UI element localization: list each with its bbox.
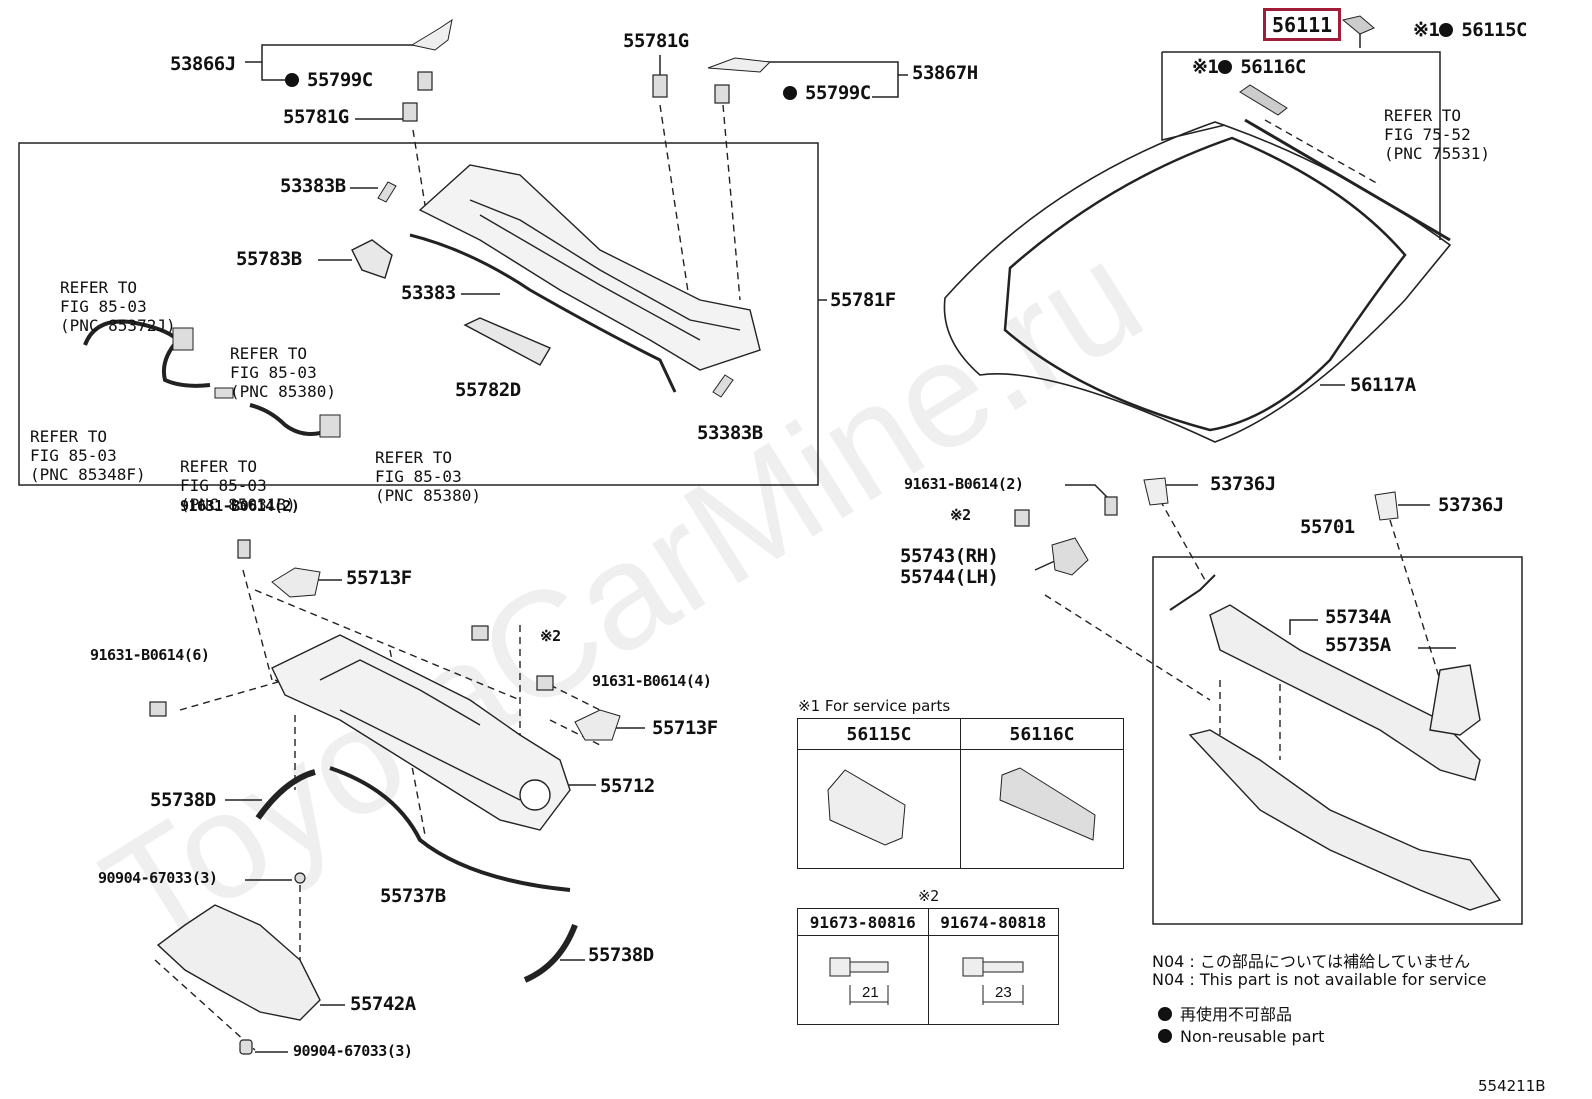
non-reusable-dot-icon xyxy=(783,86,797,100)
part-55743-rh[interactable]: 55743(RH) xyxy=(900,545,999,567)
part-53383B-bottom[interactable]: 53383B xyxy=(697,422,763,444)
part-55735A[interactable]: 55735A xyxy=(1325,634,1391,656)
mark-1: ※1 xyxy=(1413,19,1440,41)
part-55781F[interactable]: 55781F xyxy=(830,289,896,311)
part-55738D-right[interactable]: 55738D xyxy=(588,944,654,966)
part-53383B-top[interactable]: 53383B xyxy=(280,175,346,197)
non-reusable-dot-icon xyxy=(1439,23,1454,37)
part-55734A[interactable]: 55734A xyxy=(1325,606,1391,628)
part-53866J[interactable]: 53866J xyxy=(170,53,236,75)
figure-code: 554211B xyxy=(1478,1077,1546,1095)
bolt-table: 91673-80816 91674-80818 xyxy=(797,908,1059,1025)
part-91631-B0614-2-left[interactable]: 91631-B0614(2) xyxy=(180,497,300,515)
bolt-col-91674-80818[interactable]: 91674-80818 xyxy=(927,908,1059,936)
bolt-length-21: 21 xyxy=(862,984,879,1001)
non-reusable-dot-icon xyxy=(1158,1029,1172,1043)
part-55742A[interactable]: 55742A xyxy=(350,993,416,1015)
bolt-img-91673 xyxy=(797,935,929,1025)
non-reusable-dot-icon xyxy=(285,73,299,87)
service-col-56116C[interactable]: 56116C xyxy=(960,718,1124,750)
part-55799C-left[interactable]: 55799C xyxy=(285,71,373,90)
bolt-col-91673-80816[interactable]: 91673-80816 xyxy=(797,908,929,936)
part-55738D-left[interactable]: 55738D xyxy=(150,789,216,811)
part-53736J-left[interactable]: 53736J xyxy=(1210,473,1276,495)
part-91631-B0614-2-right[interactable]: 91631-B0614(2) xyxy=(904,475,1024,493)
note-n04-en: N04 : This part is not available for ser… xyxy=(1152,970,1487,989)
part-56117A[interactable]: 56117A xyxy=(1350,374,1416,396)
part-90904-67033-top[interactable]: 90904-67033(3) xyxy=(98,869,218,887)
part-55713F-bottom[interactable]: 55713F xyxy=(652,717,718,739)
service-col-56115C[interactable]: 56115C xyxy=(797,718,961,750)
bolt-length-23: 23 xyxy=(995,984,1012,1001)
part-55744-lh[interactable]: 55744(LH) xyxy=(900,566,999,588)
service-parts-table: 56115C 56116C xyxy=(797,718,1124,869)
part-55781G-right[interactable]: 55781G xyxy=(623,30,689,52)
service-img-56116C xyxy=(960,749,1124,869)
mark-2-label: ※2 xyxy=(540,627,561,645)
part-55799C-right[interactable]: 55799C xyxy=(783,84,871,103)
service-img-56115C xyxy=(797,749,961,869)
part-53867H[interactable]: 53867H xyxy=(912,62,978,84)
part-55737B[interactable]: 55737B xyxy=(380,885,446,907)
legend-non-reusable-jp: 再使用不可部品 xyxy=(1158,1001,1292,1025)
part-53383[interactable]: 53383 xyxy=(401,282,456,304)
part-91631-B0614-6[interactable]: 91631-B0614(6) xyxy=(90,646,210,664)
part-55783B[interactable]: 55783B xyxy=(236,248,302,270)
legend-non-reusable-en: Non-reusable part xyxy=(1158,1027,1324,1046)
part-55781G-left[interactable]: 55781G xyxy=(283,106,349,128)
part-91631-B0614-4[interactable]: 91631-B0614(4) xyxy=(592,672,712,690)
part-53736J-right[interactable]: 53736J xyxy=(1438,494,1504,516)
non-reusable-dot-icon xyxy=(1158,1007,1172,1021)
part-90904-67033-bottom[interactable]: 90904-67033(3) xyxy=(293,1042,413,1060)
mark-1: ※1 xyxy=(1192,56,1219,78)
bolt-table-caption: ※2 xyxy=(918,887,939,905)
part-55712[interactable]: 55712 xyxy=(600,775,655,797)
part-55713F-top[interactable]: 55713F xyxy=(346,567,412,589)
note-n04-jp: N04 : この部品については補給していません xyxy=(1152,952,1471,971)
service-table-caption: ※1 For service parts xyxy=(798,697,951,715)
bolt-img-91674 xyxy=(927,935,1059,1025)
part-55701[interactable]: 55701 xyxy=(1300,516,1355,538)
mark-2-label: ※2 xyxy=(950,506,971,524)
part-55782D[interactable]: 55782D xyxy=(455,379,521,401)
non-reusable-dot-icon xyxy=(1218,60,1233,74)
part-56111-highlighted[interactable]: 56111 xyxy=(1263,8,1342,41)
